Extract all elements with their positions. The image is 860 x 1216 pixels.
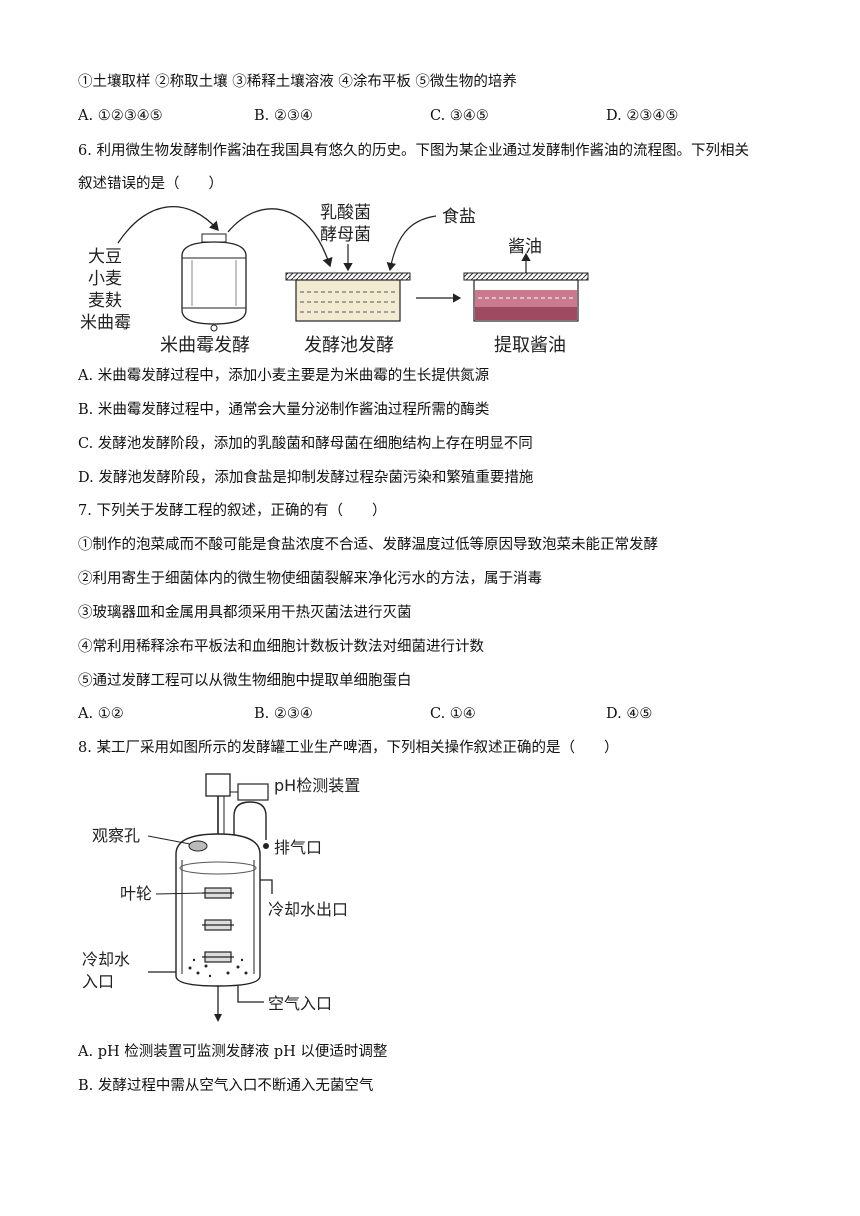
q5-option-a: A. ①②③④⑤ [78,108,163,124]
ingredient-1: 大豆 [88,247,122,267]
impeller-icons [202,887,234,963]
q6-stem-line2: 叙述错误的是（ ） [78,176,223,192]
q7-option-a: A. ①② [78,706,124,722]
q7-item-5: ⑤通过发酵工程可以从微生物细胞中提取单细胞蛋白 [78,673,412,689]
q6-option-c: C. 发酵池发酵阶段，添加的乳酸菌和酵母菌在细胞结构上存在明显不同 [78,436,533,452]
arrow-to-fermenter [117,206,219,244]
stage2-label: 发酵池发酵 [304,335,394,356]
stage1-label: 米曲霉发酵 [160,335,250,356]
stage3-label: 提取酱油 [494,335,566,356]
soy-sauce-flow-diagram: 大豆 小麦 麦麸 米曲霉 乳酸菌 酵母菌 食盐 酱油 米曲霉发酵 发酵池发酵 提… [78,198,618,363]
q7-stem: 7. 下列关于发酵工程的叙述，正确的有（ ） [78,503,387,519]
observation-window-icon [188,840,208,852]
q7-option-c: C. ①④ [430,706,476,722]
q6-option-d: D. 发酵池发酵阶段，添加食盐是抑制发酵过程杂菌污染和繁殖重要措施 [78,470,534,486]
q7-option-d: D. ④⑤ [606,706,653,722]
arrow-to-pool [227,208,333,268]
q7-item-3: ③玻璃器皿和金属用具都须采用干热灭菌法进行灭菌 [78,605,412,621]
arrow-salt [386,215,437,272]
q6-stem-line1: 6. 利用微生物发酵制作酱油在我国具有悠久的历史。下图为某企业通过发酵制作酱油的… [78,143,749,159]
cooling-in-label-line1: 冷却水 [82,950,131,969]
q5-option-c: C. ③④⑤ [430,108,489,124]
ph-device-box [205,773,231,797]
ingredient-2: 小麦 [88,269,122,289]
q6-option-a: A. 米曲霉发酵过程中，添加小麦主要是为米曲霉的生长提供氮源 [78,368,490,384]
ph-device-label: pH检测装置 [274,776,361,795]
tank-body [175,833,261,987]
air-bubbles [188,958,248,978]
ingredient-3: 麦麸 [88,291,122,311]
microbe-1: 乳酸菌 [320,203,371,223]
q8-option-a: A. pH 检测装置可监测发酵液 pH 以便适时调整 [78,1044,388,1060]
fermentation-pool-icon [285,272,411,322]
q7-option-b: B. ②③④ [254,706,313,722]
window-label: 观察孔 [92,826,141,845]
q7-item-1: ①制作的泡菜咸而不酸可能是食盐浓度不合适、发酵温度过低等原因导致泡菜未能正常发酵 [78,537,658,553]
cooling-in-label-line2: 入口 [82,972,115,991]
salt-label: 食盐 [442,207,476,227]
q5-option-b: B. ②③④ [254,108,313,124]
q8-stem: 8. 某工厂采用如图所示的发酵罐工业生产啤酒，下列相关操作叙述正确的是（ ） [78,740,619,756]
q8-option-b: B. 发酵过程中需从空气入口不断通入无菌空气 [78,1078,374,1094]
cooling-out-label: 冷却水出口 [268,900,349,919]
microbe-2: 酵母菌 [320,225,371,245]
impeller-label: 叶轮 [120,884,153,903]
q7-item-2: ②利用寄生于细菌体内的微生物使细菌裂解来净化污水的方法，属于消毒 [78,571,542,587]
koji-fermenter-icon [181,233,247,332]
ingredient-4: 米曲霉 [80,313,131,333]
q7-item-4: ④常利用稀释涂布平板法和血细胞计数板计数法对细菌进行计数 [78,639,484,655]
q5-steps: ①土壤取样 ②称取土壤 ③稀释土壤溶液 ④涂布平板 ⑤微生物的培养 [78,74,517,90]
q5-option-d: D. ②③④⑤ [606,108,679,124]
flow-diagram-graphics [117,206,589,332]
q6-option-b: B. 米曲霉发酵过程中，通常会大量分泌制作酱油过程所需的酶类 [78,402,490,418]
product-label: 酱油 [508,237,542,257]
fermentation-tank-diagram: pH检测装置 观察孔 排气口 叶轮 冷却水出口 冷却水 入口 空气入口 [78,770,378,1030]
extraction-tank-icon [463,272,589,322]
air-inlet-label: 空气入口 [268,994,333,1013]
tank-diagram-graphics [147,773,273,1022]
exhaust-label: 排气口 [274,838,323,857]
